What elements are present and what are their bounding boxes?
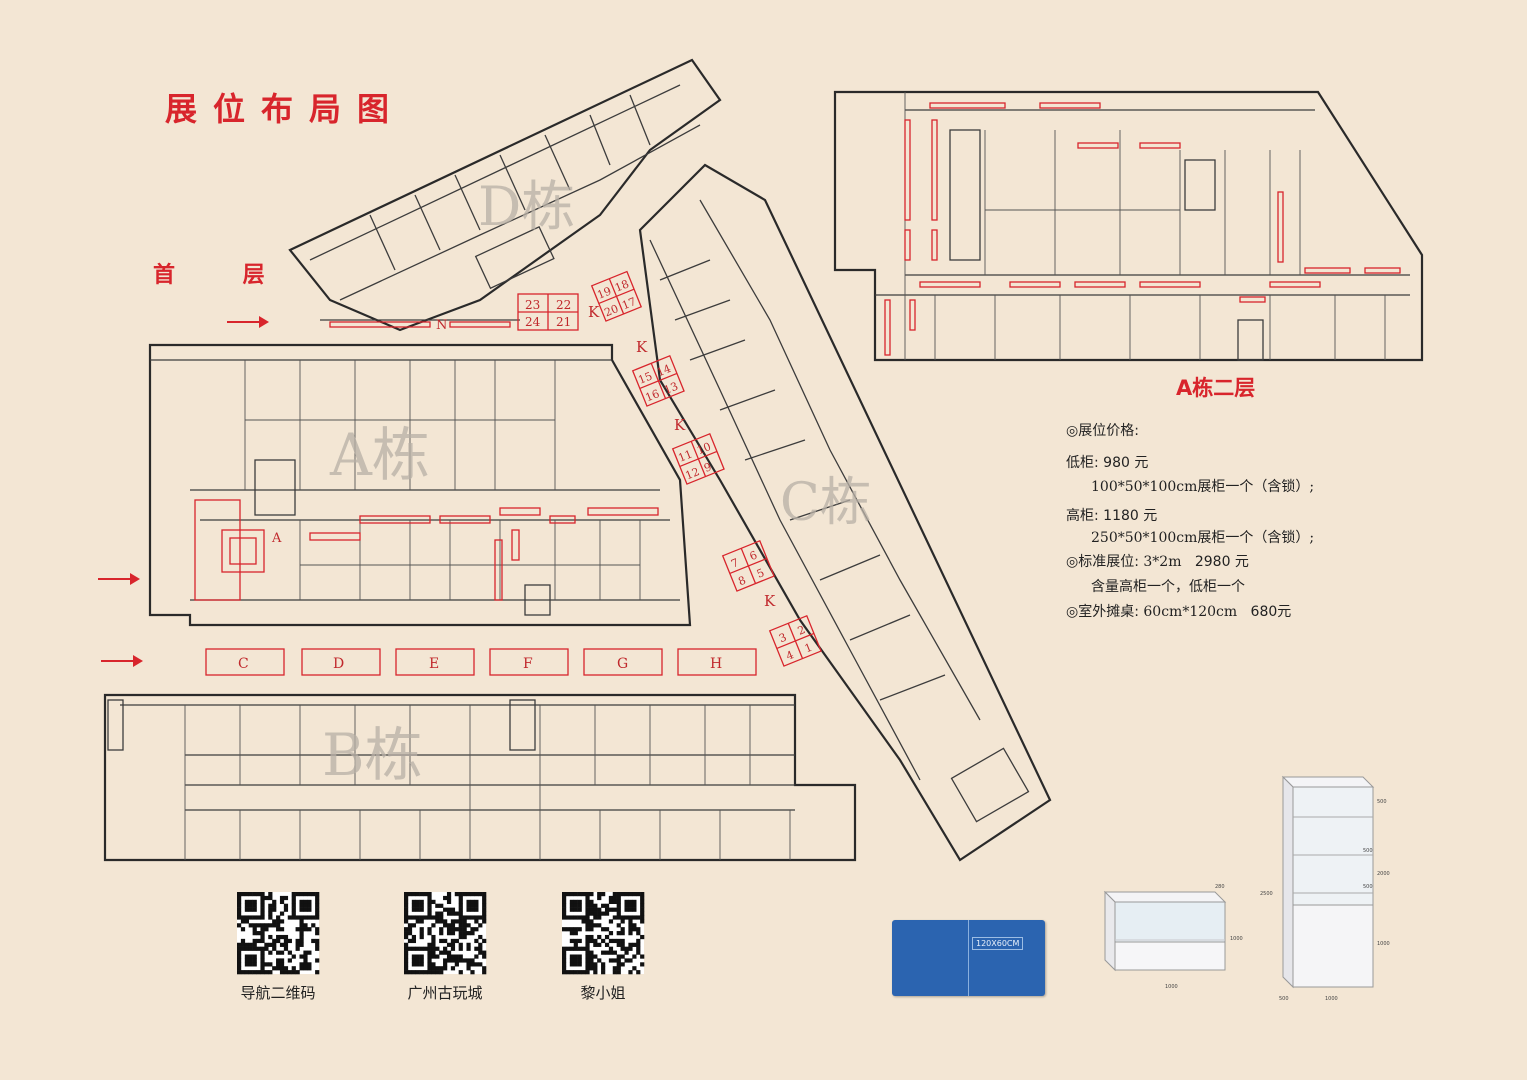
booth-3: 3 (777, 631, 788, 646)
booth-8: 8 (736, 574, 747, 589)
booth-24: 24 (525, 315, 541, 329)
qr-guangzhou-antique-city[interactable]: 广州古玩城 (395, 892, 495, 1003)
standard-booth-size: 3*2m (1143, 554, 1182, 570)
zone-n-label: N (436, 318, 447, 333)
arrow-right-icon (98, 573, 140, 585)
booth-23: 23 (525, 298, 540, 312)
high-cabinet-1000: 1000 (1377, 941, 1390, 947)
booth-13: 13 (662, 380, 680, 397)
zone-g-label: G (617, 656, 628, 672)
low-cabinet-price: 980 元 (1103, 455, 1149, 471)
booth-18: 18 (613, 277, 631, 294)
building-b: B栋 (103, 693, 857, 862)
booth-15: 15 (636, 369, 654, 386)
booth-14: 14 (655, 362, 673, 379)
low-cabinet-image: 280 1000 1000 (1103, 884, 1243, 990)
qr-label: 黎小姐 (580, 984, 626, 1002)
outdoor-table-label: ◎室外摊桌: (1066, 604, 1139, 620)
qr-navigation[interactable]: 导航二维码 (228, 892, 328, 1003)
zone-n: N (329, 318, 511, 333)
building-a-watermark: A栋 (329, 421, 430, 489)
booth-7: 7 (729, 556, 740, 571)
booth-6: 6 (748, 548, 759, 563)
zone-d-label: D (333, 656, 344, 672)
high-cabinet-2000: 2000 (1377, 871, 1390, 877)
zone-k-label: K (636, 338, 648, 356)
booth-2: 2 (796, 623, 807, 638)
low-cabinet-height: 280 (1215, 884, 1225, 890)
arrow-right-icon (227, 316, 269, 328)
qr-label: 导航二维码 (240, 984, 316, 1002)
standard-booth-desc: 含量高柜一个，低柜一个 (1091, 579, 1245, 595)
booth-10: 10 (695, 440, 713, 457)
table-dimension-label: 120X60CM (972, 937, 1024, 950)
outdoor-table-image: 120X60CM (892, 920, 1045, 996)
outdoor-table-price: 680元 (1250, 604, 1292, 620)
booth-11: 11 (676, 447, 694, 464)
outdoor-table-size: 60cm*120cm (1143, 604, 1238, 620)
building-d-east: C栋 (638, 163, 1052, 862)
building-d-north: D栋 (288, 58, 722, 332)
high-cabinet-width: 1000 (1325, 996, 1338, 1002)
booth-16: 16 (644, 387, 662, 404)
booth-21: 21 (556, 315, 571, 329)
second-floor-label: A栋二层 (1176, 376, 1256, 400)
zone-f-label: F (523, 656, 533, 672)
qr-contact[interactable]: 黎小姐 (553, 892, 653, 1003)
high-cabinet-depth: 500 (1279, 996, 1289, 1002)
booth-4: 4 (784, 648, 795, 663)
building-d-watermark: D栋 (478, 175, 575, 238)
zone-c-label: C (238, 656, 249, 672)
zone-k-label: K (764, 592, 776, 610)
zone-a-label: A (271, 531, 282, 546)
low-cabinet-label: 低柜: (1066, 455, 1099, 471)
zone-k-label: K (674, 416, 686, 434)
high-cabinet-image: 500 500 500 2000 1000 2500 1000 500 (1260, 775, 1390, 1002)
high-cabinet-desc: 250*50*100cm展柜一个（含锁）; (1091, 530, 1315, 546)
booth-1: 1 (803, 641, 814, 656)
low-cabinet-depth: 1000 (1230, 936, 1243, 942)
booth-5: 5 (755, 566, 766, 581)
booth-12: 12 (684, 465, 702, 482)
building-a: A A栋 (148, 343, 692, 627)
outdoor-stall-row: C D E F G H (205, 648, 757, 676)
booth-19: 19 (595, 284, 613, 301)
standard-booth-price: 2980 元 (1194, 554, 1249, 570)
booth-17: 17 (620, 295, 638, 312)
high-cabinet-500-top: 500 (1377, 799, 1387, 805)
qr-code-icon[interactable] (562, 892, 645, 975)
booth-9: 9 (702, 460, 713, 475)
booth-22: 22 (556, 298, 571, 312)
high-cabinet-2500: 2500 (1260, 891, 1273, 897)
high-cabinet-500-mid: 500 (1363, 848, 1373, 854)
page-title: 展位布局图 (165, 90, 406, 128)
zone-k-label: K (588, 303, 600, 321)
building-c-watermark: C栋 (780, 473, 872, 533)
qr-code-icon[interactable] (237, 892, 320, 975)
building-b-watermark: B栋 (322, 721, 423, 789)
k-booths: 23 22 24 21 K 19 18 20 17 K 15 14 16 13 … (517, 270, 822, 667)
high-cabinet-500-low: 500 (1363, 884, 1373, 890)
zone-h-label: H (710, 656, 722, 672)
booth-20: 20 (603, 302, 621, 319)
standard-booth-label: ◎标准展位: (1066, 554, 1139, 570)
high-cabinet-price: 1180 元 (1103, 508, 1158, 524)
qr-code-icon[interactable] (404, 892, 487, 975)
high-cabinet-label: 高柜: (1066, 508, 1099, 524)
low-cabinet-desc: 100*50*100cm展柜一个（含锁）; (1091, 479, 1315, 495)
pricing-heading: ◎展位价格: (1066, 423, 1139, 439)
qr-label: 广州古玩城 (407, 984, 483, 1002)
low-cabinet-width: 1000 (1165, 984, 1178, 990)
floor1-label: 首 层 (153, 263, 295, 288)
zone-e-label: E (429, 656, 439, 672)
building-a-second-floor (833, 90, 1424, 362)
arrow-right-icon (101, 655, 143, 667)
